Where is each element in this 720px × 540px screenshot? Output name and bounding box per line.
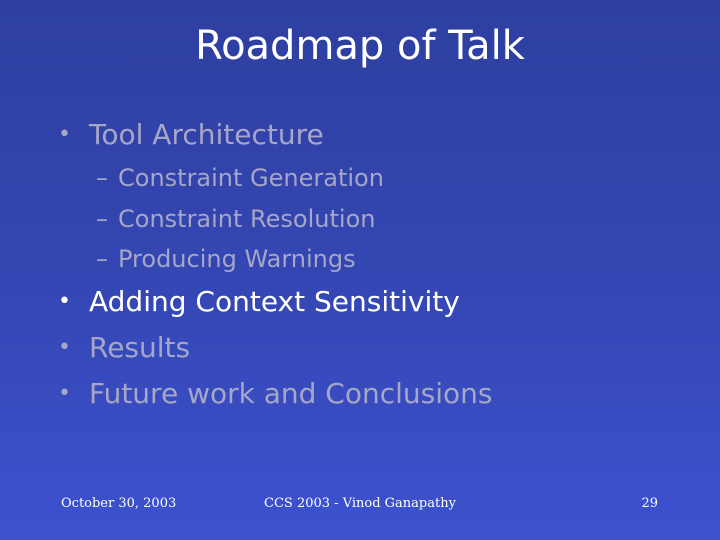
bullet-marker: •	[58, 122, 71, 147]
dash-marker: –	[96, 245, 108, 273]
sub-bullet-text: Producing Warnings	[118, 245, 356, 273]
bullet-item-context-sensitivity: • Adding Context Sensitivity	[58, 284, 460, 320]
bullet-marker: •	[58, 381, 71, 406]
sub-bullet-constraint-resolution: – Constraint Resolution	[96, 203, 375, 235]
sub-bullet-text: Constraint Generation	[118, 164, 384, 192]
sub-bullet-producing-warnings: – Producing Warnings	[96, 243, 356, 275]
bullet-text: Adding Context Sensitivity	[89, 285, 460, 318]
sub-bullet-text: Constraint Resolution	[118, 205, 376, 233]
slide-number: 29	[641, 496, 658, 511]
bullet-text: Tool Architecture	[89, 118, 324, 151]
bullet-marker: •	[58, 289, 71, 314]
bullet-text: Results	[89, 331, 191, 364]
bullet-item-tool-architecture: • Tool Architecture	[58, 117, 324, 153]
bullet-marker: •	[58, 335, 71, 360]
bullet-item-results: • Results	[58, 330, 190, 366]
slide-title: Roadmap of Talk	[195, 23, 525, 69]
dash-marker: –	[96, 205, 108, 233]
bullet-text: Future work and Conclusions	[89, 377, 493, 410]
dash-marker: –	[96, 164, 108, 192]
footer-presenter: CCS 2003 - Vinod Ganapathy	[264, 496, 456, 511]
footer-date: October 30, 2003	[61, 496, 177, 511]
bullet-item-future-work: • Future work and Conclusions	[58, 376, 492, 412]
sub-bullet-constraint-generation: – Constraint Generation	[96, 162, 384, 194]
